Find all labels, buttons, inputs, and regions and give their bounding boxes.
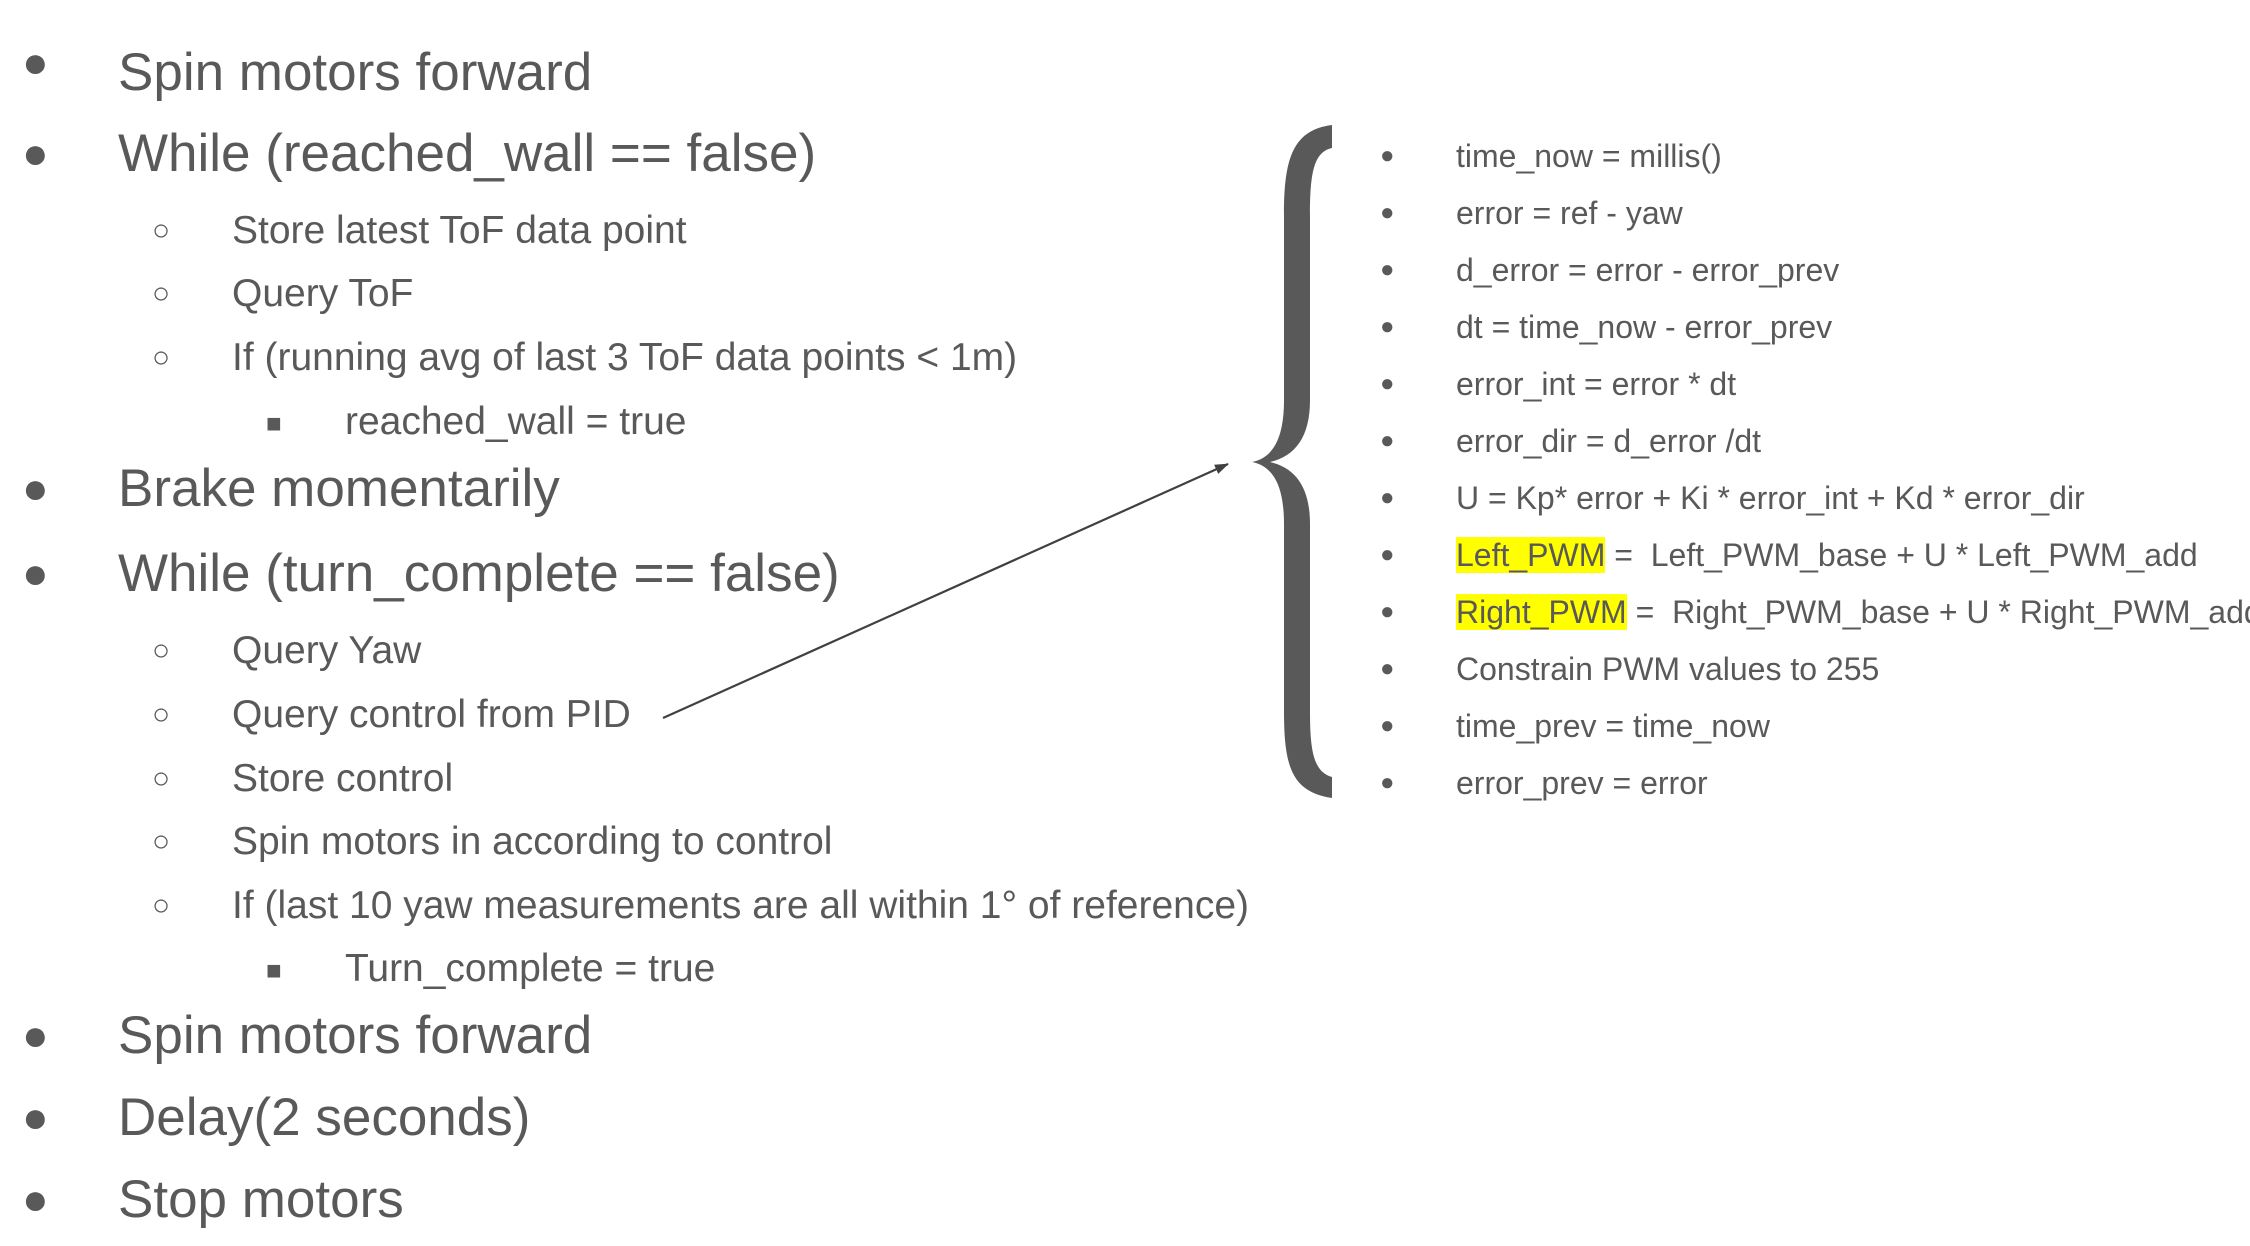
bullet-icon: ● <box>1380 598 1395 625</box>
bullet-icon: ○ <box>152 762 171 795</box>
bullet-icon: ○ <box>152 277 171 310</box>
list-item: Left_PWM = Left_PWM_base + U * Left_PWM_… <box>1456 537 2198 573</box>
list-item: If (last 10 yaw measurements are all wit… <box>232 884 1250 927</box>
list-item: Spin motors forward <box>118 43 593 102</box>
bullet-icon: ● <box>1380 199 1395 226</box>
bullet-icon: ■ <box>266 408 282 438</box>
list-item: U = Kp* error + Ki * error_int + Kd * er… <box>1456 480 2085 516</box>
bullet-icon: ● <box>1380 427 1395 454</box>
list-item-text: = Left_PWM_base + U * Left_PWM_add <box>1605 537 2198 573</box>
bullet-icon: ● <box>22 464 49 513</box>
bullet-icon: ○ <box>152 889 171 922</box>
bullet-icon: ○ <box>152 825 171 858</box>
list-item: error_prev = error <box>1456 765 1708 801</box>
list-item: error = ref - yaw <box>1456 195 1683 231</box>
bullet-icon: ● <box>1380 256 1395 283</box>
bullet-icon: ● <box>22 1175 49 1224</box>
list-item: Store control <box>232 757 454 800</box>
bullet-icon: ● <box>1380 655 1395 682</box>
list-item: Spin motors in according to control <box>232 820 833 863</box>
list-item: Delay(2 seconds) <box>118 1088 531 1147</box>
list-item: Query Yaw <box>232 629 422 672</box>
list-item: Store latest ToF data point <box>232 209 687 252</box>
list-item: While (turn_complete == false) <box>118 544 840 603</box>
bullet-icon: ● <box>22 1011 49 1060</box>
list-item: error_int = error * dt <box>1456 366 1737 402</box>
list-item: If (running avg of last 3 ToF data point… <box>232 336 1018 379</box>
list-item: Turn_complete = true <box>345 947 716 990</box>
bullet-icon: ● <box>1380 712 1395 739</box>
bullet-icon: ● <box>22 38 49 87</box>
bullet-icon: ● <box>1380 370 1395 397</box>
bullet-icon: ● <box>22 1093 49 1142</box>
list-item: time_prev = time_now <box>1456 708 1770 744</box>
highlighted-variable: Right_PWM <box>1456 594 1627 630</box>
list-item: error_dir = d_error /dt <box>1456 423 1762 459</box>
bullet-icon: ● <box>1380 541 1395 568</box>
bullet-icon: ● <box>22 549 49 598</box>
bullet-icon: ○ <box>152 214 171 247</box>
list-item-text: = Right_PWM_base + U * Right_PWM_add <box>1626 594 2250 630</box>
bullet-icon: ● <box>1380 769 1395 796</box>
bullet-icon: ● <box>1380 142 1395 169</box>
bullet-icon: ○ <box>152 341 171 374</box>
curly-brace-icon <box>1252 125 1332 798</box>
list-item: Constrain PWM values to 255 <box>1456 651 1880 687</box>
list-item: Brake momentarily <box>118 459 560 518</box>
list-item: time_now = millis() <box>1456 138 1722 174</box>
list-item: Spin motors forward <box>118 1006 593 1065</box>
arrow-icon <box>662 462 1229 720</box>
list-item: dt = time_now - error_prev <box>1456 309 1833 345</box>
bullet-icon: ○ <box>152 634 171 667</box>
list-item: reached_wall = true <box>345 400 687 443</box>
list-item: While (reached_wall == false) <box>118 124 817 183</box>
list-item: Stop motors <box>118 1170 404 1229</box>
list-item: Right_PWM = Right_PWM_base + U * Right_P… <box>1456 594 2250 630</box>
bullet-icon: ● <box>1380 313 1395 340</box>
bullet-icon: ○ <box>152 698 171 731</box>
list-item: Query ToF <box>232 272 414 315</box>
highlighted-variable: Left_PWM <box>1456 537 1606 573</box>
bullet-icon: ● <box>22 129 49 178</box>
list-item: Query control from PID <box>232 693 631 736</box>
bullet-icon: ● <box>1380 484 1395 511</box>
list-item: d_error = error - error_prev <box>1456 252 1840 288</box>
bullet-icon: ■ <box>266 955 282 985</box>
